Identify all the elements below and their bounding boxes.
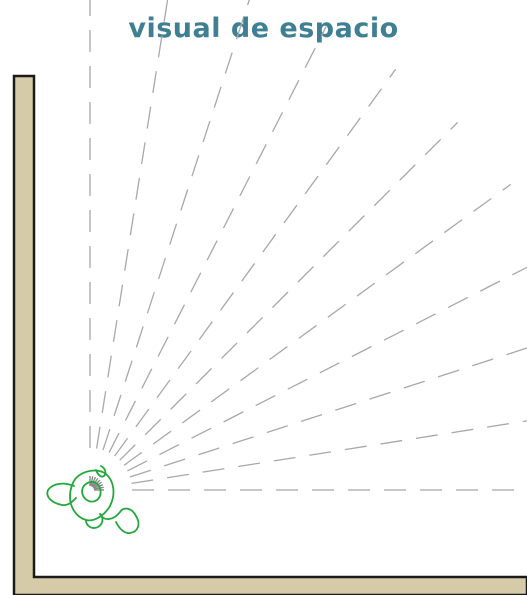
sight-line bbox=[103, 0, 251, 450]
sight-line bbox=[124, 184, 511, 465]
sight-line bbox=[120, 122, 458, 460]
sight-line bbox=[109, 27, 326, 453]
wall-corner bbox=[14, 76, 527, 595]
sight-line bbox=[97, 0, 172, 449]
sight-line bbox=[115, 69, 396, 456]
sight-line bbox=[130, 329, 527, 477]
sight-line bbox=[127, 254, 527, 471]
sight-line bbox=[132, 409, 527, 484]
person-top-view bbox=[47, 466, 138, 533]
sight-lines bbox=[90, 0, 527, 490]
